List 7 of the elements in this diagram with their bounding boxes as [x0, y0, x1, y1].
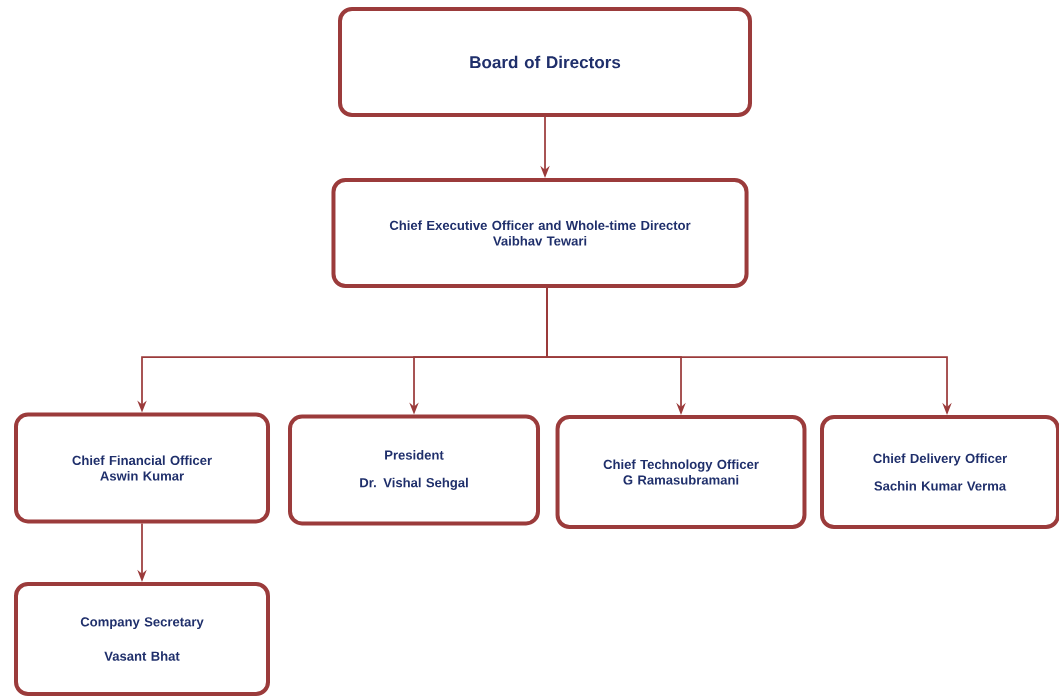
org-box: Chief Executive Officer and Whole-time Director Vaibhav Tewari [331, 178, 749, 288]
org-box: President Dr. Vishal Sehgal [288, 414, 540, 526]
org-box: Board of Directors [338, 7, 752, 117]
org-box: Company Secretary Vasant Bhat [14, 582, 270, 696]
org-box: Chief Financial Officer Aswin Kumar [14, 412, 270, 524]
org-box: Chief Delivery Officer Sachin Kumar Verma [820, 415, 1059, 529]
org-box: Chief Technology Officer G Ramasubramani [555, 415, 807, 529]
